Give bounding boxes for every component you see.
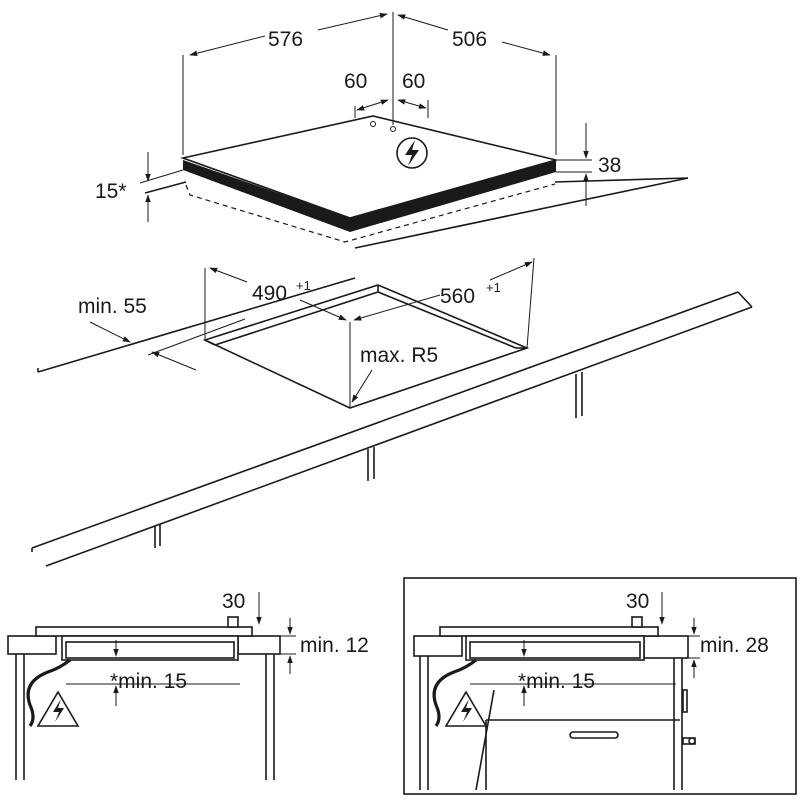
detail-left-view: 30 min. 12 *min. 15: [7, 590, 369, 780]
min-worktop-label-right: min. 28: [700, 634, 769, 657]
min-front-distance-label: min. 55: [78, 295, 147, 318]
min-worktop-label-left: min. 12: [300, 634, 369, 657]
min-below-label-left: *min. 15: [110, 670, 187, 693]
top-gap-label-right: 30: [626, 590, 649, 613]
hob-width-label: 576: [268, 28, 303, 51]
cutout-depth-tolerance: +1: [296, 278, 311, 293]
hob-glass-top: [180, 115, 560, 219]
hob-depth-label: 506: [452, 28, 487, 51]
electrical-hazard-icon: [36, 690, 80, 727]
min-below-label-right: *min. 15: [518, 670, 595, 693]
hob-height-label: 38: [598, 154, 621, 177]
offset-right-label: 60: [402, 70, 425, 93]
detail-right-view: 30 min. 28 *min. 15: [403, 577, 797, 795]
hob-iso-view: 576 506 60 60 38 15*: [95, 12, 689, 249]
electrical-hazard-icon: [444, 690, 488, 727]
cutout-width-label: 560: [440, 285, 475, 308]
worktop-cutout-view: 490 +1 560 +1 min. 55 max. R5: [31, 257, 753, 567]
electrical-hazard-icon: [396, 137, 428, 169]
cutout-width-tolerance: +1: [486, 280, 501, 295]
frame-height-label: 15*: [95, 180, 127, 203]
top-gap-label-left: 30: [222, 590, 245, 613]
corner-radius-label: max. R5: [360, 344, 438, 367]
cutout-depth-label: 490: [252, 282, 287, 305]
offset-left-label: 60: [344, 70, 367, 93]
